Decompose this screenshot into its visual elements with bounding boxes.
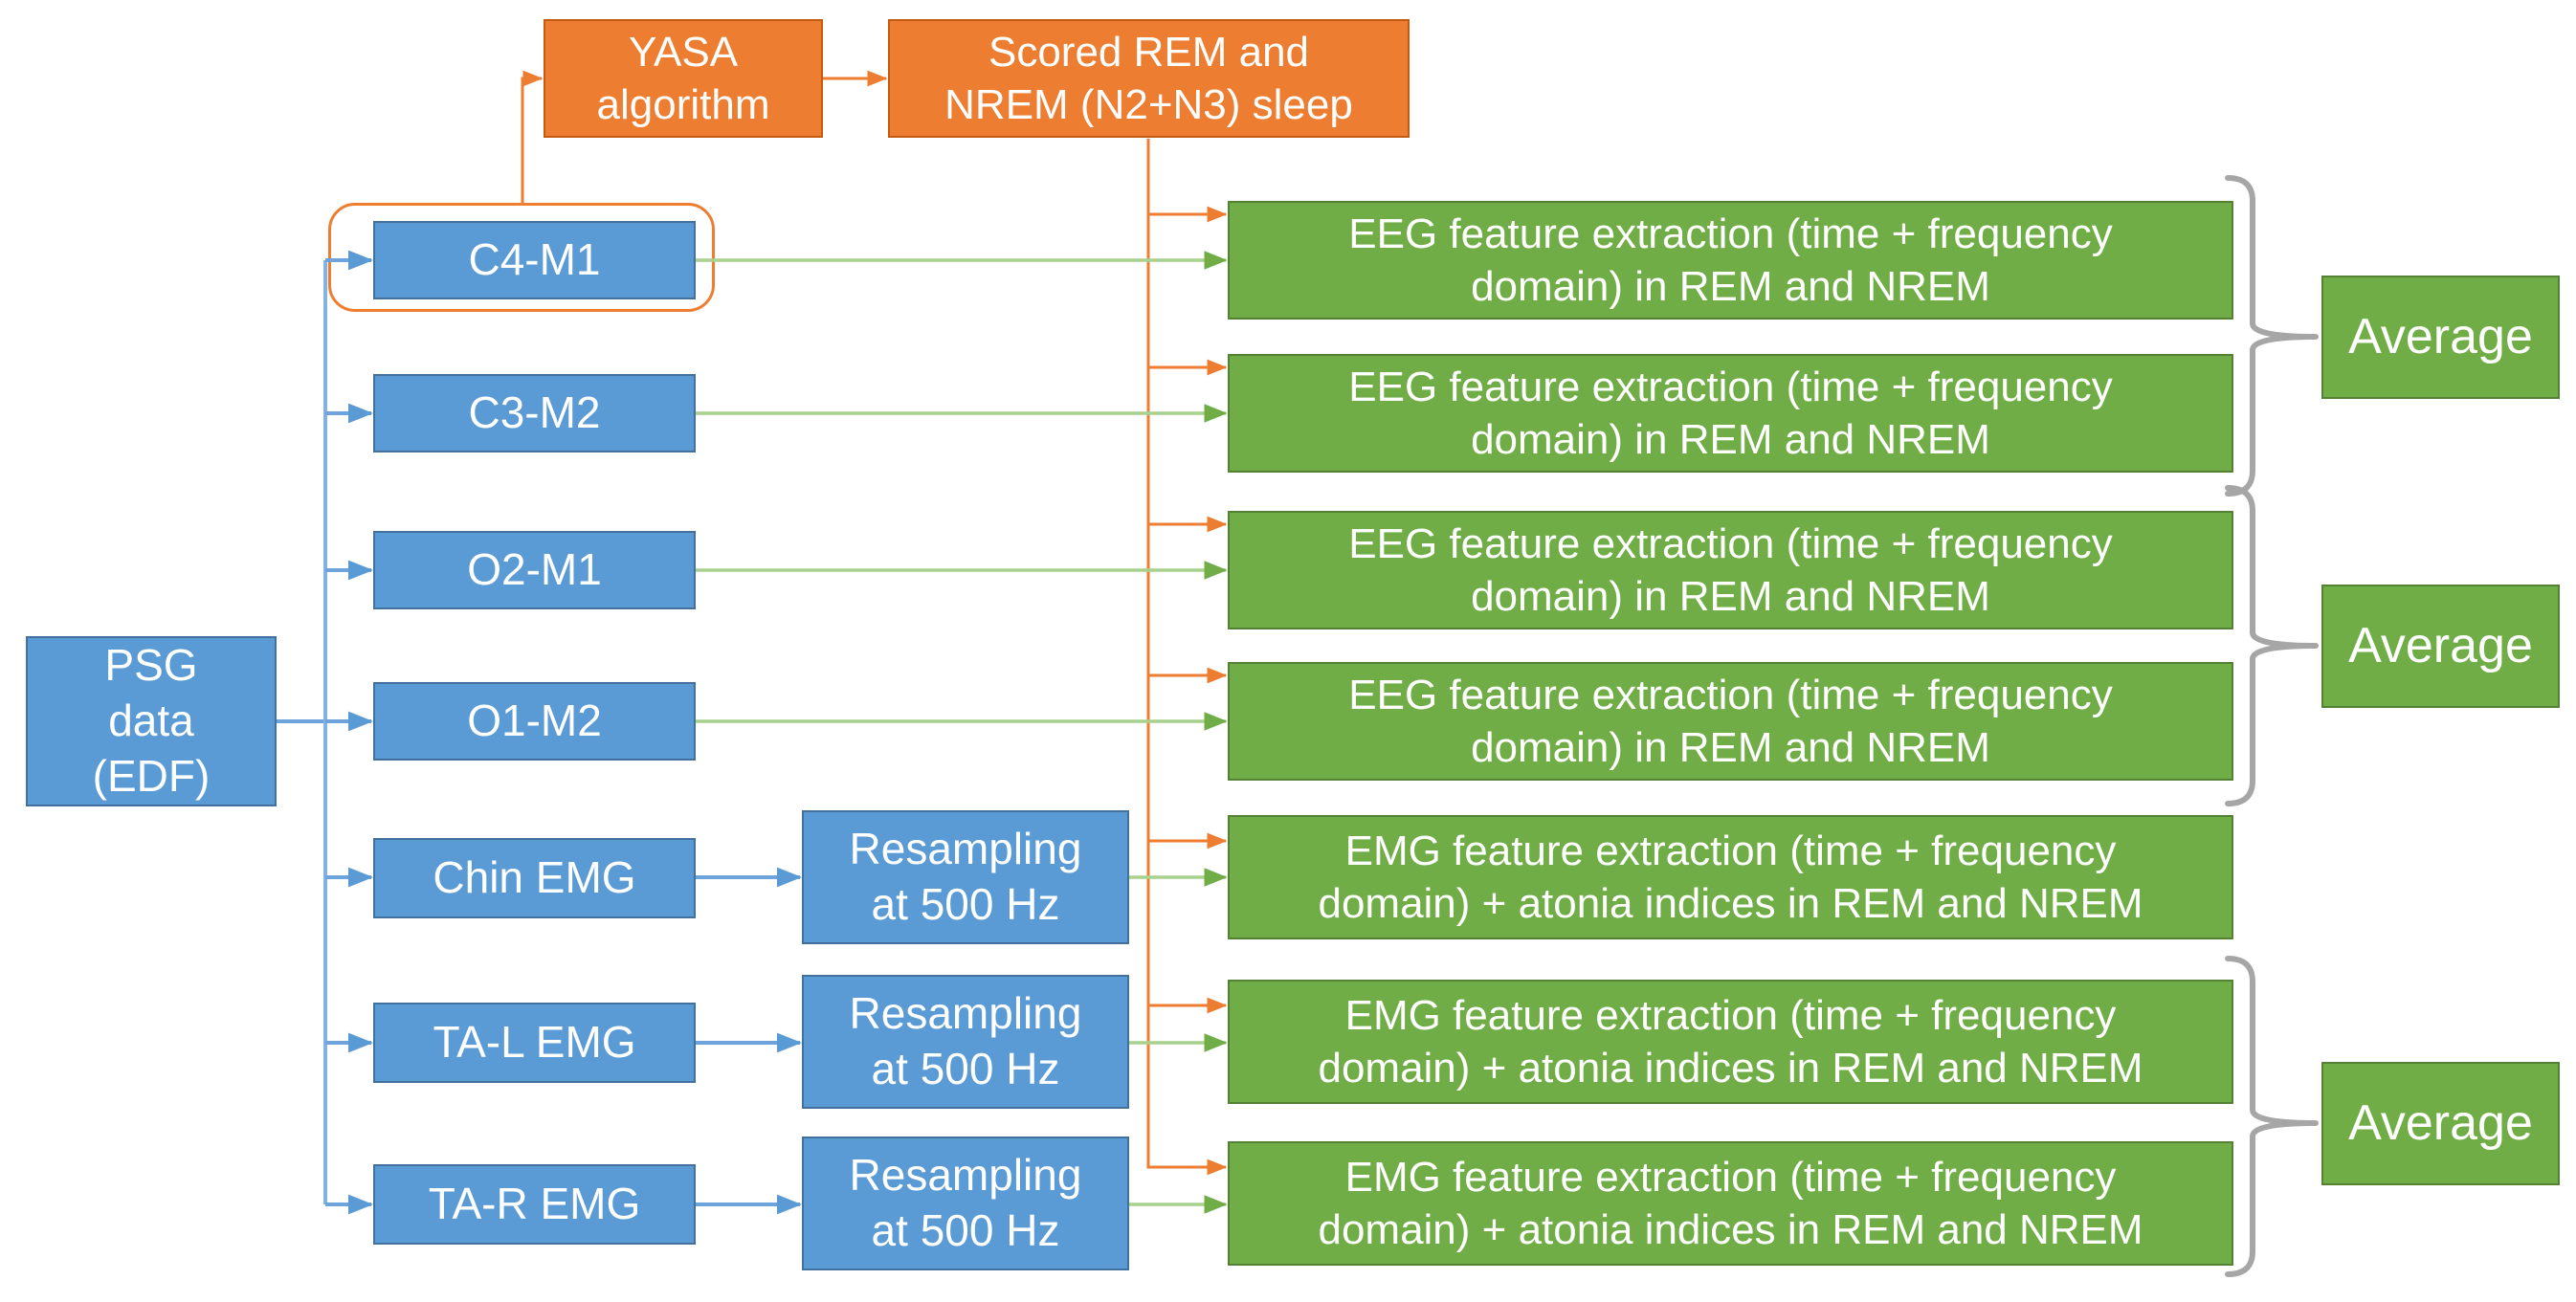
resampling-box-chin: Resampling at 500 Hz (802, 810, 1129, 944)
channel-box-o1-m2: O1-M2 (373, 682, 696, 761)
psg-source-box: PSG data (EDF) (26, 636, 277, 806)
channel-label: TA-L EMG (433, 1017, 636, 1068)
brace-group-emg-ta (2225, 956, 2319, 1277)
resampling-label: Resampling at 500 Hz (849, 824, 1082, 929)
feature-label: EEG feature extraction (time + frequency… (1348, 519, 2113, 620)
feature-box-eeg-1: EEG feature extraction (time + frequency… (1228, 201, 2233, 320)
feature-label: EEG feature extraction (time + frequency… (1348, 671, 2113, 771)
channel-label: TA-R EMG (428, 1179, 641, 1229)
yasa-box: YASA algorithm (544, 19, 823, 138)
channel-label: C3-M2 (468, 387, 601, 438)
channel-box-ta-r-emg: TA-R EMG (373, 1164, 696, 1245)
yasa-label: YASA algorithm (596, 28, 770, 128)
feature-box-eeg-2: EEG feature extraction (time + frequency… (1228, 354, 2233, 473)
resampling-box-ta-r: Resampling at 500 Hz (802, 1136, 1129, 1270)
brace-group-eeg-occipital (2225, 485, 2319, 806)
channel-label: O2-M1 (467, 544, 602, 595)
resampling-label: Resampling at 500 Hz (849, 988, 1082, 1093)
feature-label: EEG feature extraction (time + frequency… (1348, 210, 2113, 310)
feature-label: EEG feature extraction (time + frequency… (1348, 363, 2113, 463)
average-label: Average (2348, 617, 2533, 673)
scored-sleep-label: Scored REM and NREM (N2+N3) sleep (944, 28, 1353, 128)
feature-box-eeg-4: EEG feature extraction (time + frequency… (1228, 662, 2233, 781)
average-label: Average (2348, 308, 2533, 364)
psg-source-label: PSG data (EDF) (92, 640, 211, 801)
feature-label: EMG feature extraction (time + frequency… (1318, 991, 2143, 1092)
channel-box-ta-l-emg: TA-L EMG (373, 1003, 696, 1083)
resampling-label: Resampling at 500 Hz (849, 1150, 1082, 1255)
feature-label: EMG feature extraction (time + frequency… (1318, 827, 2143, 927)
channel-label: Chin EMG (433, 852, 636, 903)
feature-box-emg-1: EMG feature extraction (time + frequency… (1228, 815, 2233, 939)
scored-sleep-box: Scored REM and NREM (N2+N3) sleep (888, 19, 1410, 138)
channel-box-c4-m1: C4-M1 (373, 221, 696, 299)
channel-label: C4-M1 (468, 234, 601, 285)
average-box-1: Average (2321, 276, 2560, 399)
resampling-box-ta-l: Resampling at 500 Hz (802, 975, 1129, 1109)
orange-trunk-and-arrow-emg-3 (1146, 139, 1228, 1176)
c4-m1-highlight-outline (328, 203, 715, 312)
feature-box-emg-3: EMG feature extraction (time + frequency… (1228, 1141, 2233, 1266)
channel-box-c3-m2: C3-M2 (373, 374, 696, 452)
brace-group-eeg-central (2225, 175, 2319, 497)
channel-label: O1-M2 (467, 695, 602, 746)
arrow-c4-m1-to-yasa (521, 70, 544, 203)
average-label: Average (2348, 1094, 2533, 1151)
feature-label: EMG feature extraction (time + frequency… (1318, 1153, 2143, 1253)
average-box-2: Average (2321, 585, 2560, 708)
channel-box-o2-m1: O2-M1 (373, 531, 696, 609)
average-box-3: Average (2321, 1062, 2560, 1185)
feature-box-eeg-3: EEG feature extraction (time + frequency… (1228, 511, 2233, 629)
channel-box-chin-emg: Chin EMG (373, 838, 696, 918)
feature-box-emg-2: EMG feature extraction (time + frequency… (1228, 980, 2233, 1104)
